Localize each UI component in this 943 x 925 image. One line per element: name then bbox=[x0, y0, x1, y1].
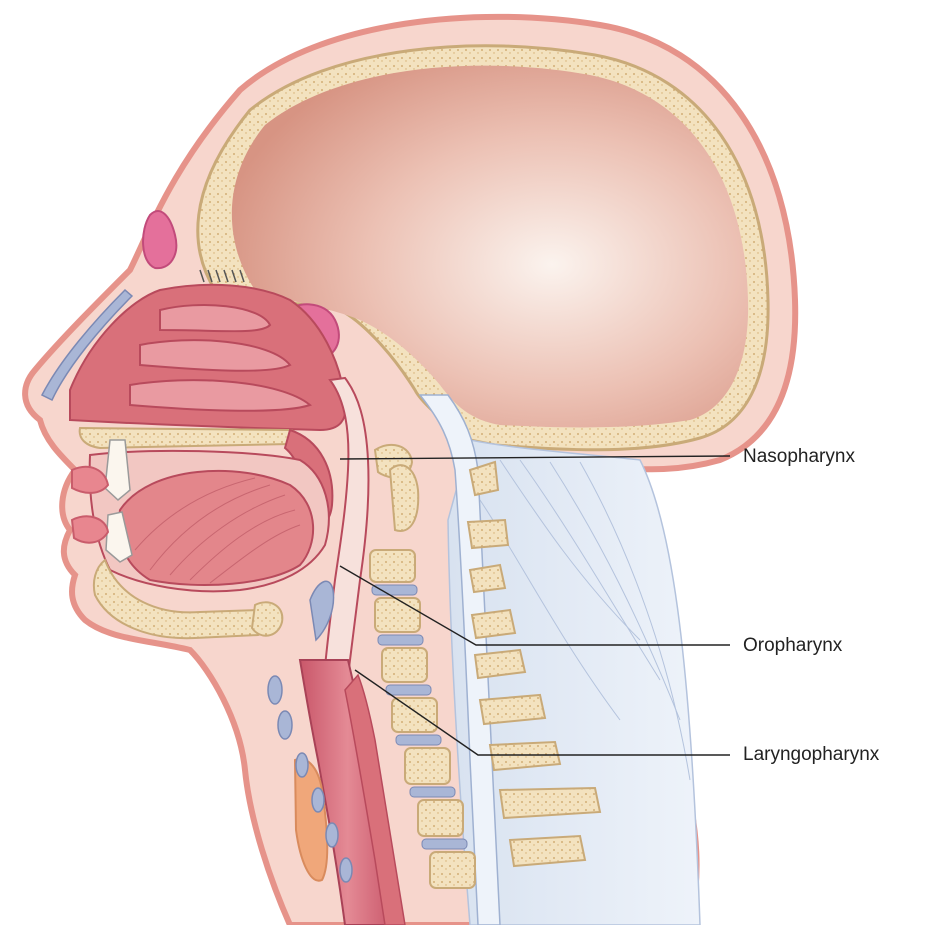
hyoid-bone bbox=[252, 602, 282, 635]
label-nasopharynx: Nasopharynx bbox=[743, 447, 855, 466]
label-laryngopharynx: Laryngopharynx bbox=[743, 745, 879, 764]
tongue bbox=[119, 471, 313, 585]
label-oropharynx: Oropharynx bbox=[743, 636, 842, 655]
